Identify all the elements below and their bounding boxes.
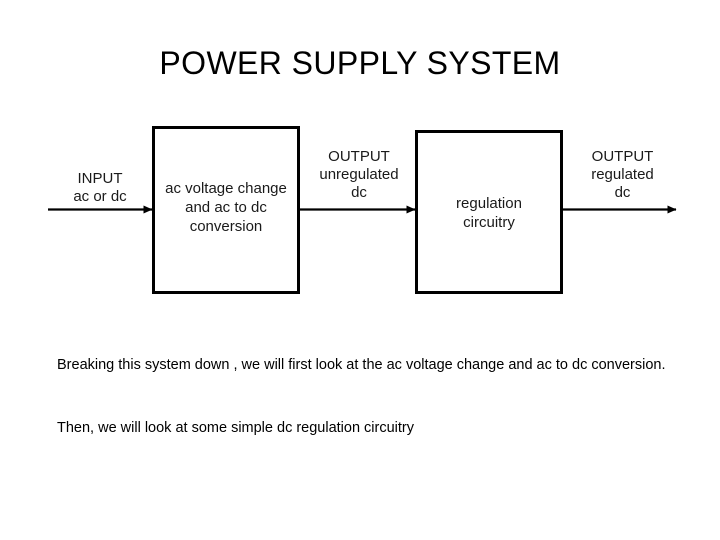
flow-unregulated-line-2: unregulated — [319, 166, 399, 183]
flow-unregulated-line-1: OUTPUT — [328, 148, 390, 165]
flow-label-unregulated-output: OUTPUT unregulated dc — [300, 148, 418, 202]
block-conversion-line-3: conversion — [189, 217, 263, 235]
flow-label-input: INPUT ac or dc — [40, 170, 160, 206]
body-paragraph-2: Then, we will look at some simple dc reg… — [57, 420, 414, 436]
page-title: POWER SUPPLY SYSTEM — [159, 45, 561, 81]
flow-input-line-2: ac or dc — [73, 188, 127, 205]
flow-unregulated-line-3: dc — [351, 184, 367, 201]
block-regulation-line-2: circuitry — [463, 214, 515, 231]
flow-label-regulated-output: OUTPUT regulated dc — [560, 148, 685, 202]
block-conversion-line-2: and ac to dc — [185, 198, 267, 216]
flow-regulated-line-1: OUTPUT — [591, 148, 654, 165]
block-ac-voltage-change-and-ac-to-dc-conversion: ac voltage change and ac to dc conversio… — [152, 126, 300, 294]
block-regulation-circuitry: regulation circuitry — [415, 130, 563, 294]
flow-regulated-line-3: dc — [614, 184, 631, 201]
flow-regulated-line-2: regulated — [591, 166, 654, 183]
block-regulation-label: regulation circuitry — [452, 194, 526, 232]
block-conversion-line-1: ac voltage change — [165, 179, 287, 197]
power-supply-block-diagram: ac voltage change and ac to dc conversio… — [40, 126, 685, 294]
block-conversion-label: ac voltage change and ac to dc conversio… — [161, 179, 291, 236]
slide-body-text: Breaking this system down , we will firs… — [57, 355, 687, 439]
body-paragraph-1: Breaking this system down , we will firs… — [57, 357, 666, 373]
diagram-arrows-layer — [48, 205, 677, 214]
block-regulation-line-1: regulation — [456, 195, 522, 212]
flow-input-line-1: INPUT — [77, 170, 123, 187]
